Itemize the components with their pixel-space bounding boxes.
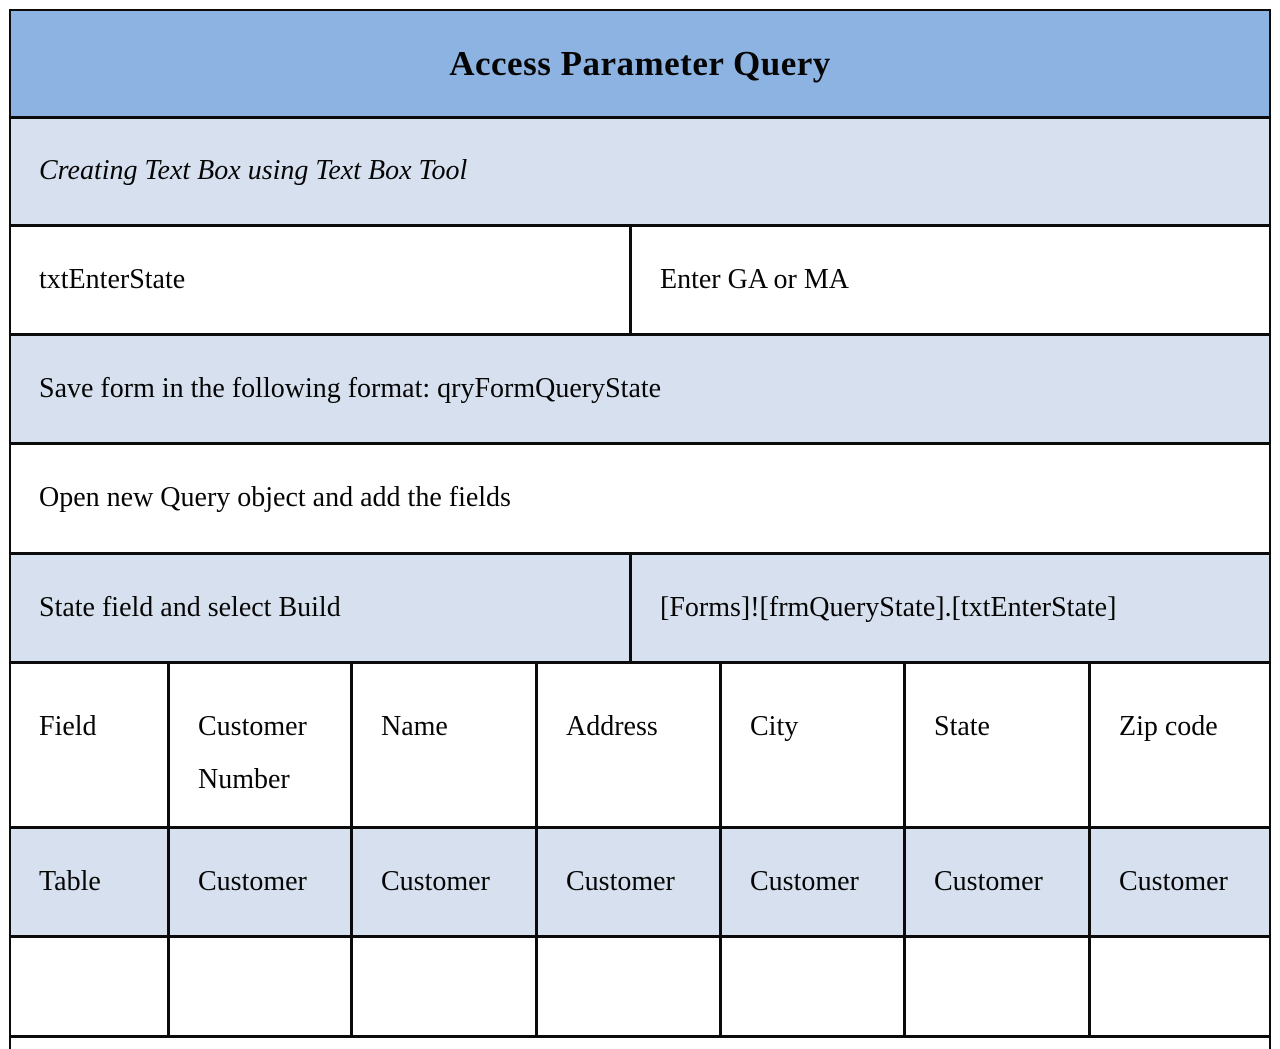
build-expression-cell: [Forms]![frmQueryState].[txtEnterState]	[660, 591, 1117, 623]
grid-cell-empty	[353, 938, 538, 1035]
grid-cell-table-2: Customer	[353, 829, 538, 935]
textbox-name-cell: txtEnterState	[11, 227, 632, 333]
textbox-prompt-cell: Enter GA or MA	[660, 263, 849, 295]
grid-cell-zip-code: Zip code	[1119, 711, 1218, 742]
grid-cell-address: Address	[538, 664, 722, 826]
grid-cell-empty	[906, 938, 1091, 1035]
grid-cell-empty	[1091, 938, 1269, 1035]
grid-table-row: Table Customer Customer Customer Custome…	[11, 829, 1269, 938]
grid-partial-row	[11, 938, 1269, 1038]
save-instruction-row: Save form in the following format: qryFo…	[11, 336, 1269, 445]
textbox-row: txtEnterState Enter GA or MA	[11, 227, 1269, 336]
title-row: Access Parameter Query	[11, 11, 1269, 119]
grid-cell-state: State	[906, 664, 1091, 826]
page-title: Access Parameter Query	[449, 43, 831, 83]
form-template-document: Access Parameter Query Creating Text Box…	[9, 9, 1271, 1049]
grid-cell-table-1: Customer	[170, 829, 353, 935]
subtitle-row: Creating Text Box using Text Box Tool	[11, 119, 1269, 227]
grid-cell-field-label: Field	[11, 664, 170, 826]
grid-cell-city: City	[722, 664, 906, 826]
grid-cell-table-label: Table	[11, 829, 170, 935]
grid-field-row: Field Customer Number Name Address City …	[11, 664, 1269, 829]
save-instruction-text: Save form in the following format: qryFo…	[39, 372, 662, 404]
grid-cell-customer-number: Customer Number	[170, 664, 353, 826]
build-row: State field and select Build [Forms]![fr…	[11, 555, 1269, 664]
grid-cell-empty	[11, 938, 170, 1035]
grid-cell-empty	[722, 938, 906, 1035]
grid-cell-empty	[538, 938, 722, 1035]
subtitle-text: Creating Text Box using Text Box Tool	[39, 155, 468, 187]
query-instruction-row: Open new Query object and add the fields	[11, 445, 1269, 555]
grid-cell-table-4: Customer	[722, 829, 906, 935]
grid-cell-empty	[170, 938, 353, 1035]
grid-cell-table-6: Customer	[1119, 865, 1228, 897]
build-left-cell: State field and select Build	[11, 555, 632, 661]
grid-cell-table-5: Customer	[906, 829, 1091, 935]
query-instruction-text: Open new Query object and add the fields	[39, 482, 511, 514]
grid-cell-name: Name	[353, 664, 538, 826]
grid-cell-table-3: Customer	[538, 829, 722, 935]
